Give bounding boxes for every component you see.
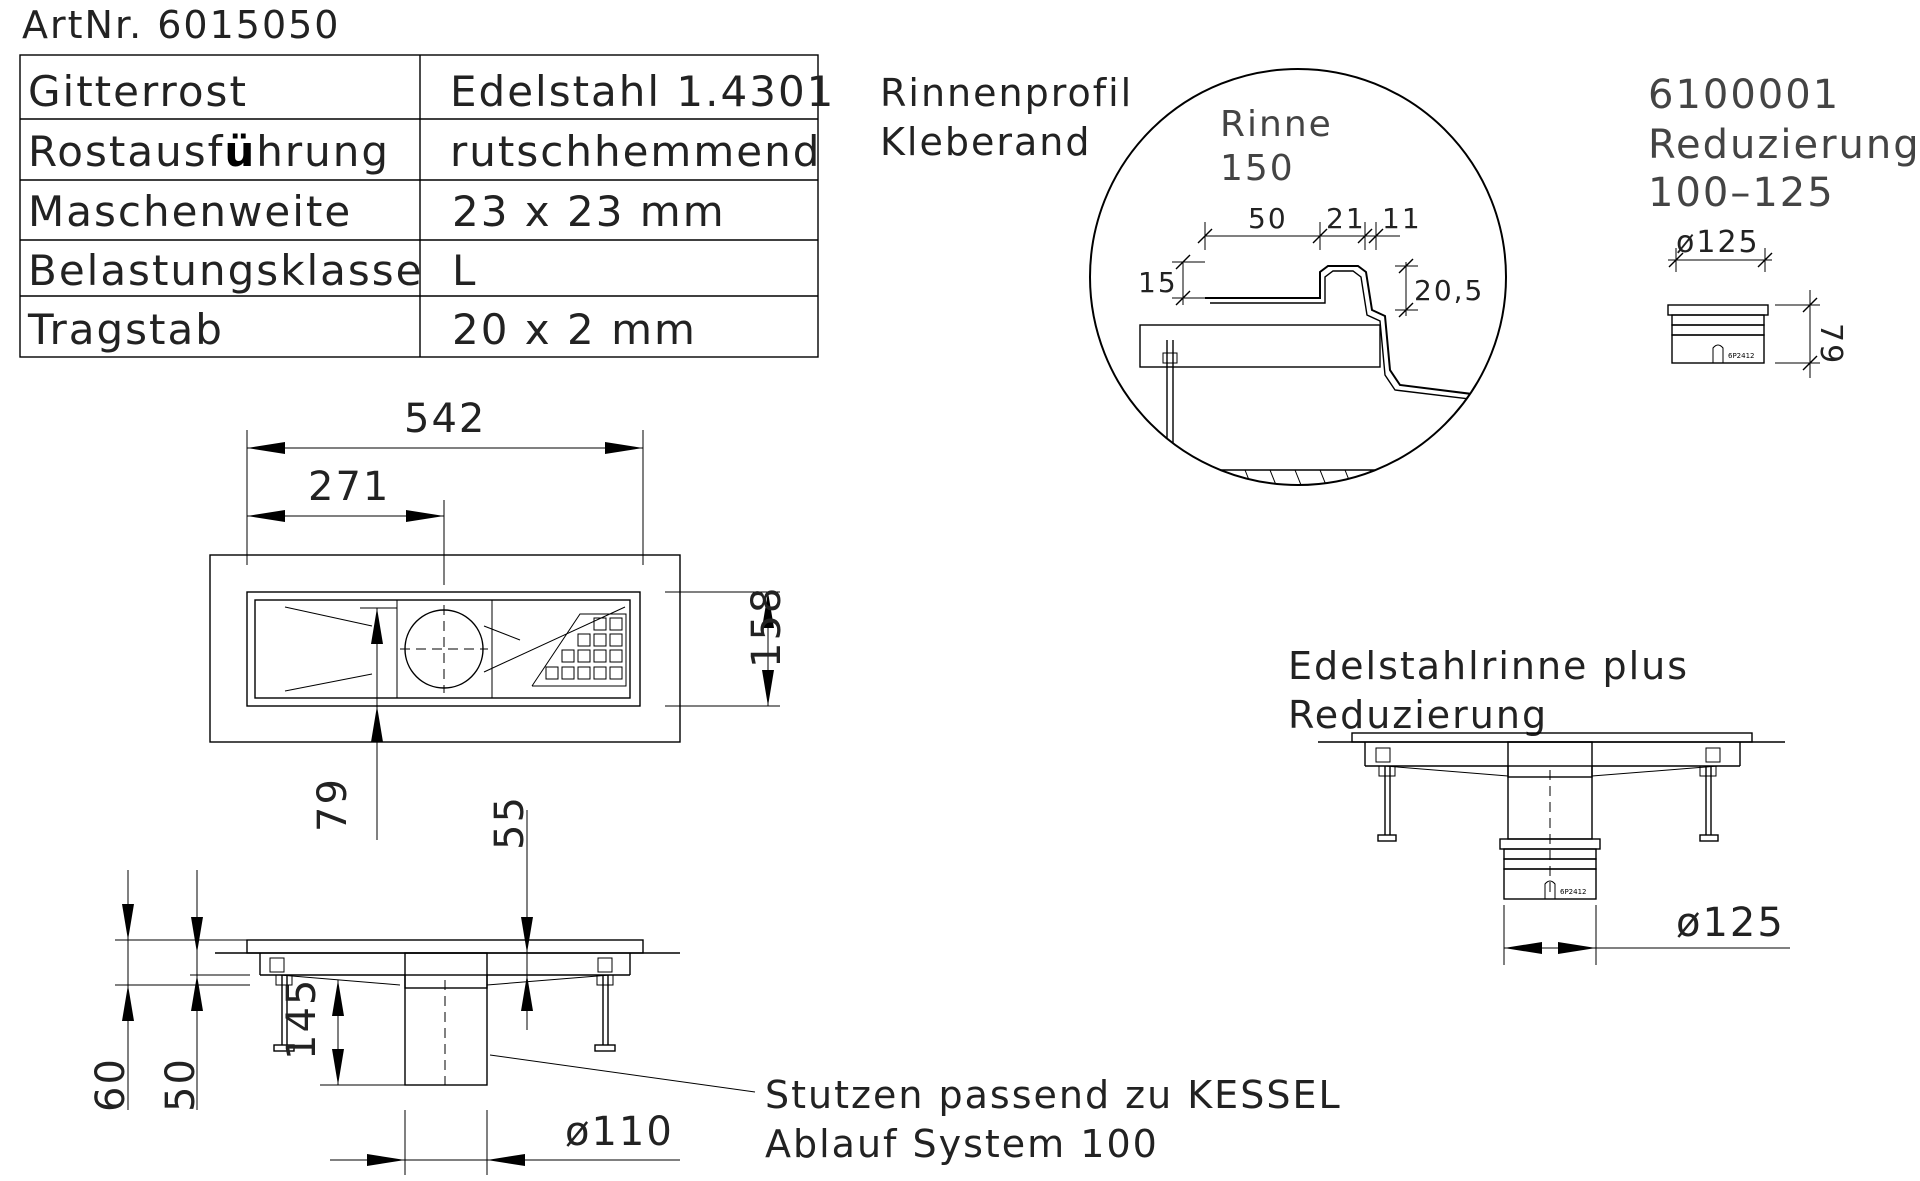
reducer-stamp: 6P2412 [1728, 352, 1755, 360]
dim-label-60: 60 [88, 1057, 134, 1112]
spec-label-gitterrost: Gitterrost [28, 67, 248, 116]
rinne-label-line1: Rinne [1220, 104, 1333, 145]
profile-detail-circle: Rinne 150 [1089, 68, 1507, 486]
dim-label-50: 50 [1248, 202, 1288, 235]
side-view: 55 145 60 50 ø110 [88, 795, 756, 1175]
outlet-note-line1: Stutzen passend zu KESSEL [765, 1073, 1342, 1117]
spec-label-rostausfuehrung: Rostausführung [28, 127, 390, 176]
outlet-note-line2: Ablauf System 100 [765, 1122, 1159, 1166]
assembly-dim-d125: ø125 [1676, 900, 1785, 946]
spec-value-tragstab: 20 x 2 mm [452, 305, 697, 354]
spec-value-maschenweite: 23 x 23 mm [452, 187, 726, 236]
profile-title-line1: Rinnenprofil [880, 71, 1133, 115]
assembly-title-line2: Reduzierung [1288, 693, 1548, 737]
dim-label-145: 145 [279, 978, 325, 1060]
dim-label-d110: ø110 [565, 1109, 674, 1155]
article-number: ArtNr. 6015050 [22, 3, 340, 47]
assembly-view: 6P2412 ø125 [1318, 732, 1790, 965]
reducer-name: Reduzierung [1648, 122, 1920, 168]
profile-title-line2: Kleberand [880, 120, 1091, 164]
dim-label-158: 158 [744, 586, 790, 668]
top-view: 542 271 [209, 396, 790, 840]
spec-label-belastungsklasse: Belastungsklasse [28, 246, 424, 295]
dim-label-21: 21 [1326, 202, 1366, 235]
assembly-title-line1: Edelstahlrinne plus [1288, 644, 1689, 688]
reducer-code: 6100001 [1648, 72, 1840, 118]
dim-label-55: 55 [487, 795, 533, 850]
dim-label-50: 50 [158, 1057, 204, 1112]
assembly-stamp: 6P2412 [1560, 888, 1587, 896]
spec-label-tragstab: Tragstab [27, 305, 224, 354]
dim-label-79: 79 [310, 777, 356, 832]
reducer-drawing: ø125 6P2412 79 [1667, 225, 1848, 378]
rinne-label-line2: 150 [1220, 148, 1295, 189]
dim-label-11: 11 [1382, 202, 1422, 235]
spec-table: Gitterrost Edelstahl 1.4301 Rostausführu… [19, 54, 835, 358]
dim-label-20-5: 20,5 [1414, 274, 1484, 307]
grating-grid [531, 613, 627, 687]
spec-value-rostausfuehrung: rutschhemmend [450, 127, 821, 176]
dim-label-15: 15 [1138, 266, 1178, 299]
reducer-range: 100–125 [1648, 170, 1835, 216]
spec-value-belastungsklasse: L [452, 246, 477, 295]
dim-label-542: 542 [404, 396, 486, 442]
ground-hatch [1119, 469, 1441, 485]
reducer-dim-height: 79 [1813, 323, 1848, 365]
spec-label-maschenweite: Maschenweite [28, 187, 352, 236]
spec-value-gitterrost: Edelstahl 1.4301 [450, 67, 835, 116]
dim-label-271: 271 [308, 464, 390, 510]
reducer-dim-diameter: ø125 [1676, 225, 1760, 260]
